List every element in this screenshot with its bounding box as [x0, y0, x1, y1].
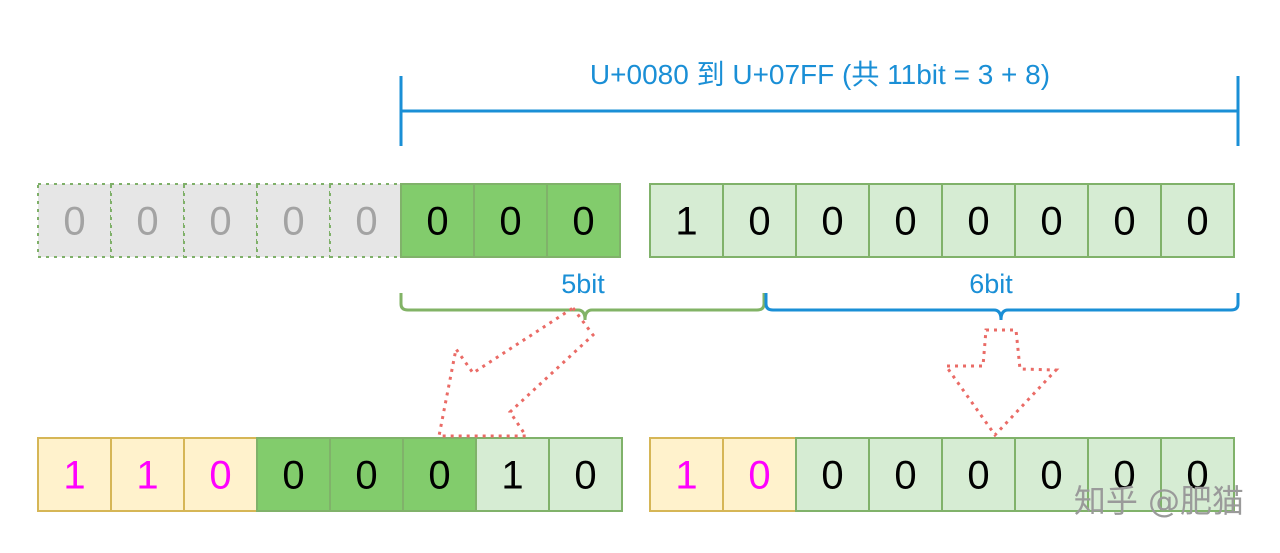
padding-bit: 0	[63, 200, 85, 244]
six-bit-brace	[764, 293, 1240, 321]
first-prefix-bit: 1	[63, 454, 85, 498]
second-data-cell	[795, 437, 870, 512]
low-bit: 0	[748, 200, 770, 244]
high-bit: 0	[572, 200, 594, 244]
watermark: 知乎 @肥猫	[1074, 482, 1244, 520]
high-cell	[473, 183, 548, 258]
six-bit-label: 6bit	[969, 269, 1013, 299]
first-prefix-bit: 1	[136, 454, 158, 498]
low-bit: 0	[1186, 200, 1208, 244]
low-bit: 0	[821, 200, 843, 244]
second-data-cell	[1087, 437, 1162, 512]
second-prefix-cell	[649, 437, 724, 512]
second-data-cell	[941, 437, 1016, 512]
second-data-cell	[1160, 437, 1235, 512]
padding-cell	[110, 183, 185, 258]
high-cell	[546, 183, 621, 258]
low-cell	[941, 183, 1016, 258]
low-cell	[649, 183, 724, 258]
first-data-cell	[548, 437, 623, 512]
first-data-cell	[475, 437, 550, 512]
padding-bit: 0	[355, 200, 377, 244]
low-bit: 0	[1040, 200, 1062, 244]
first-prefix-cell	[37, 437, 112, 512]
low-bit: 0	[1113, 200, 1135, 244]
second-data-cell	[868, 437, 943, 512]
padding-cell	[37, 183, 112, 258]
low-cell	[795, 183, 870, 258]
first-prefix-bit: 0	[209, 454, 231, 498]
first-data-cell	[329, 437, 404, 512]
second-prefix-cell	[722, 437, 797, 512]
low-bit: 1	[675, 200, 697, 244]
second-prefix-bit: 1	[675, 454, 697, 498]
down-arrow	[943, 328, 1060, 438]
first-data-bit: 0	[355, 454, 377, 498]
padding-bit: 0	[209, 200, 231, 244]
second-data-bit: 0	[967, 454, 989, 498]
padding-bit: 0	[282, 200, 304, 244]
padding-bit: 0	[136, 200, 158, 244]
padding-cell	[183, 183, 258, 258]
low-bit: 0	[894, 200, 916, 244]
first-data-bit: 1	[501, 454, 523, 498]
utf8-second-byte: 1 0 0 0 0 0 0 0	[649, 437, 1235, 512]
range-bracket	[399, 76, 1240, 146]
top-padding-bits: 0 0 0 0 0	[37, 183, 404, 258]
low-bit: 0	[967, 200, 989, 244]
second-data-bit: 0	[894, 454, 916, 498]
second-data-bit: 0	[1113, 454, 1135, 498]
five-bit-brace	[399, 293, 766, 321]
padding-cell	[256, 183, 331, 258]
second-data-bit: 0	[1186, 454, 1208, 498]
second-data-bit: 0	[1040, 454, 1062, 498]
high-bit: 0	[499, 200, 521, 244]
top-low-byte: 1 0 0 0 0 0 0 0	[649, 183, 1235, 258]
second-prefix-bit: 0	[748, 454, 770, 498]
padding-cell	[329, 183, 404, 258]
low-cell	[1160, 183, 1235, 258]
utf8-first-byte: 1 1 0 0 0 0 1 0	[37, 437, 623, 512]
diagonal-arrow	[437, 305, 596, 438]
first-data-cell	[402, 437, 477, 512]
second-data-bit: 0	[821, 454, 843, 498]
first-prefix-cell	[110, 437, 185, 512]
first-data-cell	[256, 437, 331, 512]
range-title: U+0080 到 U+07FF (共 11bit = 3 + 8)	[590, 59, 1050, 90]
five-bit-label: 5bit	[561, 269, 605, 299]
high-bit: 0	[426, 200, 448, 244]
low-cell	[1087, 183, 1162, 258]
top-high-bits: 0 0 0	[400, 183, 621, 258]
first-data-bit: 0	[574, 454, 596, 498]
first-data-bit: 0	[282, 454, 304, 498]
first-data-bit: 0	[428, 454, 450, 498]
